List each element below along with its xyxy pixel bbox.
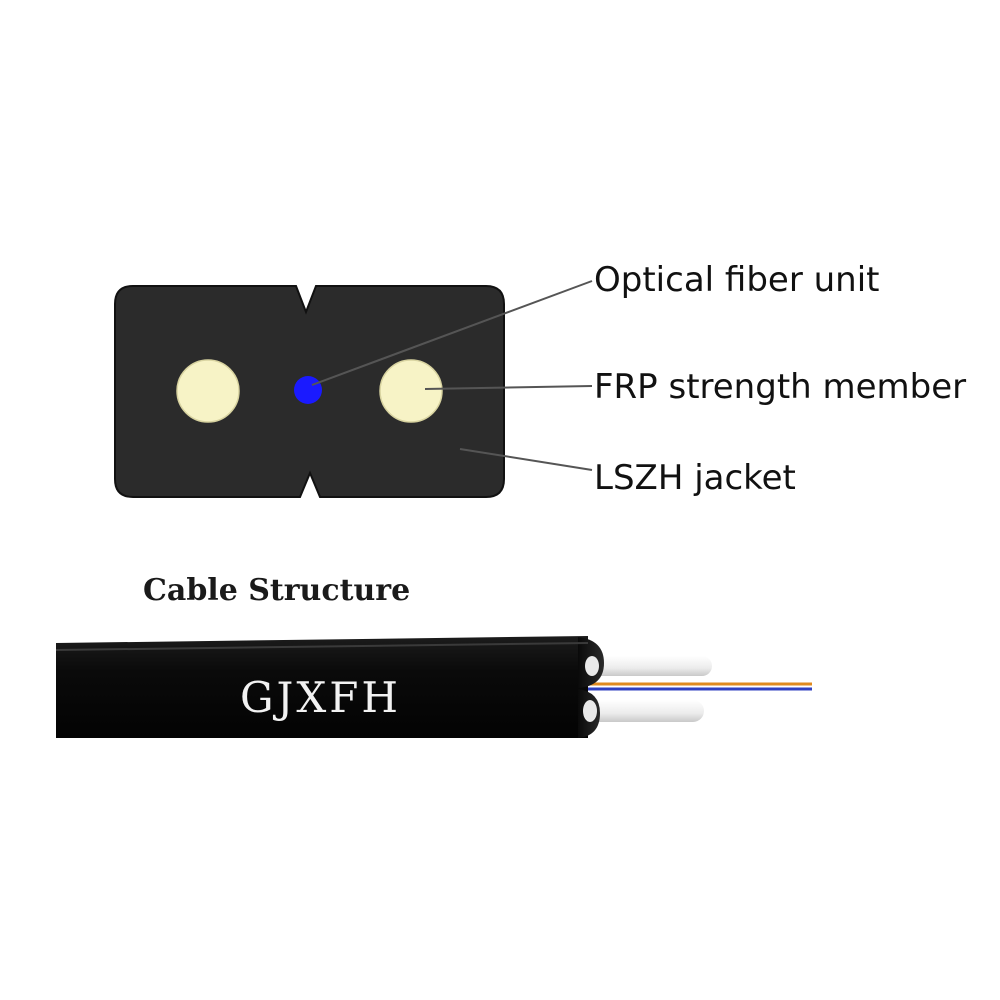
leader-line-jacket [459,448,593,471]
leader-line-frp [424,385,593,390]
frp-rod-upper [570,656,712,676]
label-optical-fiber-unit: Optical fiber unit [594,260,879,300]
cable-body [56,636,588,738]
rod-end-upper [585,656,599,676]
cross-section: Optical fiber unit FRP strength member L… [114,260,966,498]
section-title: Cable Structure [143,573,410,608]
frp-strength-member-right [379,359,443,423]
cable-marking: GJXFH [240,673,401,722]
label-frp-strength-member: FRP strength member [594,367,966,407]
cable-side-view: GJXFH [55,636,812,738]
cable-highlight [55,642,589,651]
label-lszh-jacket: LSZH jacket [594,458,796,498]
leader-line-fiber [311,280,593,386]
frp-strength-member-left [176,359,240,423]
frp-rod-lower [570,700,704,722]
optical-fiber-unit-shape [294,376,322,404]
rod-end-lower [583,700,597,722]
